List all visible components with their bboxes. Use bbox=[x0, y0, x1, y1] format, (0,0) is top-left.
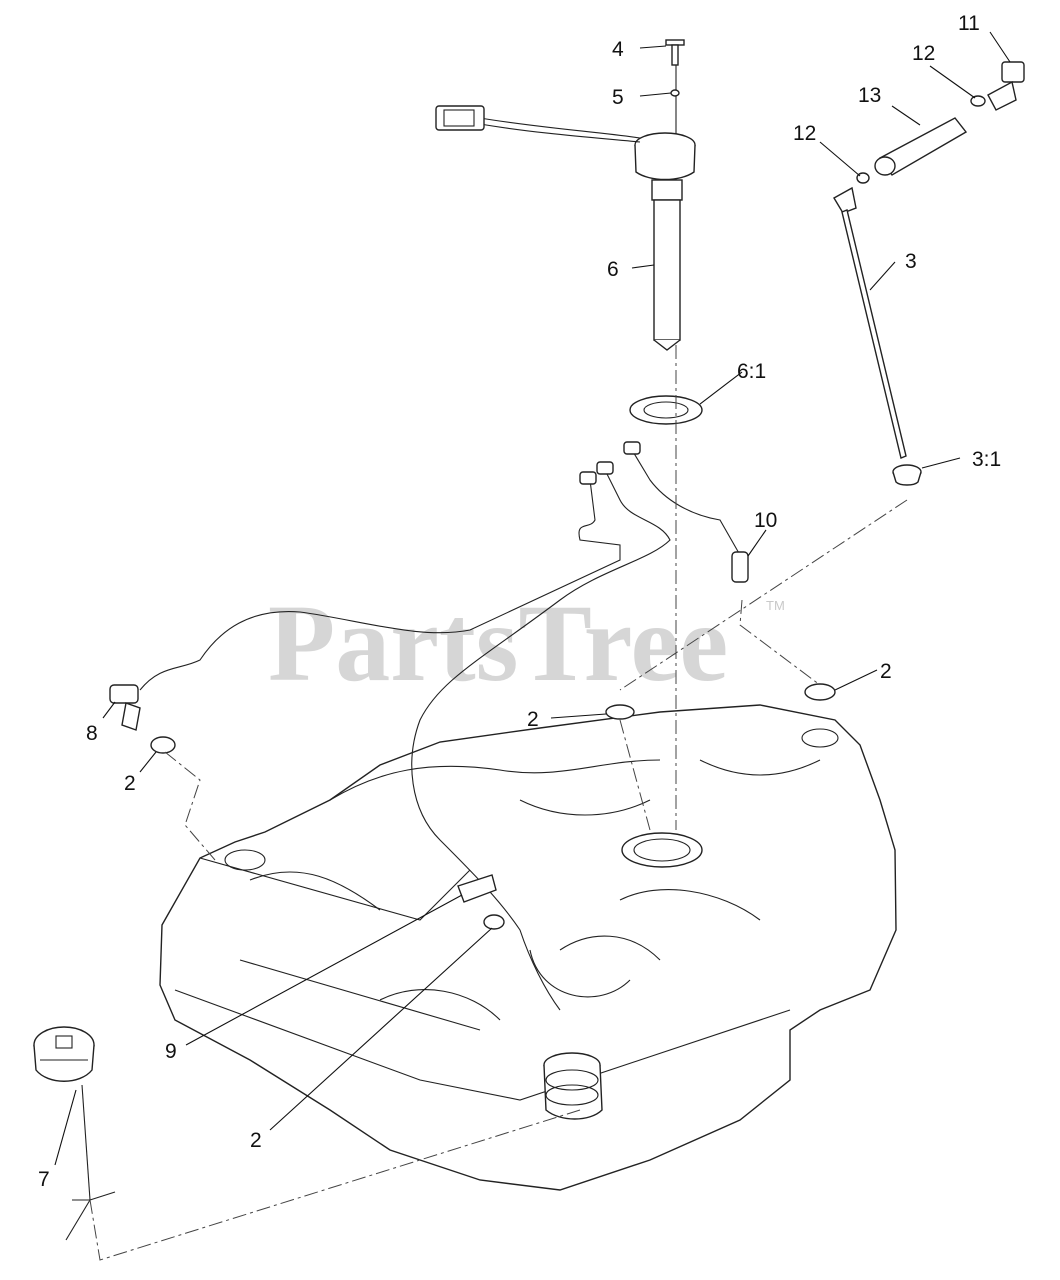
fuel-tank bbox=[159, 704, 897, 1191]
callout-2-bottom: 2 bbox=[250, 1129, 262, 1152]
callout-11: 11 bbox=[958, 12, 980, 35]
grommet-left bbox=[150, 736, 176, 754]
grommets bbox=[150, 683, 836, 930]
callout-7: 7 bbox=[38, 1168, 50, 1191]
callout-12-upper: 12 bbox=[912, 42, 935, 65]
grommet-bottom bbox=[483, 914, 505, 930]
grommet-right bbox=[804, 683, 836, 701]
callout-3-1: 3:1 bbox=[972, 448, 1001, 471]
callout-6: 6 bbox=[607, 258, 619, 281]
callout-12-lower: 12 bbox=[793, 122, 816, 145]
callout-4: 4 bbox=[612, 38, 624, 61]
grommet-center bbox=[605, 704, 635, 720]
vent-hose-assembly bbox=[833, 61, 1025, 486]
callout-2-left: 2 bbox=[124, 772, 136, 795]
callout-labels: 4 5 6 6:1 11 12 13 12 3 3:1 10 2 2 8 2 9… bbox=[38, 12, 1001, 1191]
fuel-sender-unit bbox=[435, 39, 696, 351]
watermark-text: PartsTree bbox=[268, 582, 728, 704]
watermark-trademark: TM bbox=[766, 598, 785, 613]
callout-6-1: 6:1 bbox=[737, 360, 766, 383]
callout-10: 10 bbox=[754, 509, 777, 532]
callout-3: 3 bbox=[905, 250, 917, 273]
callout-2-center: 2 bbox=[527, 708, 539, 731]
callout-9: 9 bbox=[165, 1040, 177, 1063]
callout-13: 13 bbox=[858, 84, 881, 107]
callout-8: 8 bbox=[86, 722, 98, 745]
fuel-cap bbox=[33, 1026, 116, 1241]
fuel-lines bbox=[109, 441, 749, 1011]
callout-2-right: 2 bbox=[880, 660, 892, 683]
watermark: PartsTree TM bbox=[268, 582, 785, 704]
assembly-lines bbox=[89, 345, 908, 1261]
callout-5: 5 bbox=[612, 86, 624, 109]
leader-lines bbox=[54, 31, 1011, 1166]
sender-gasket bbox=[629, 395, 703, 425]
